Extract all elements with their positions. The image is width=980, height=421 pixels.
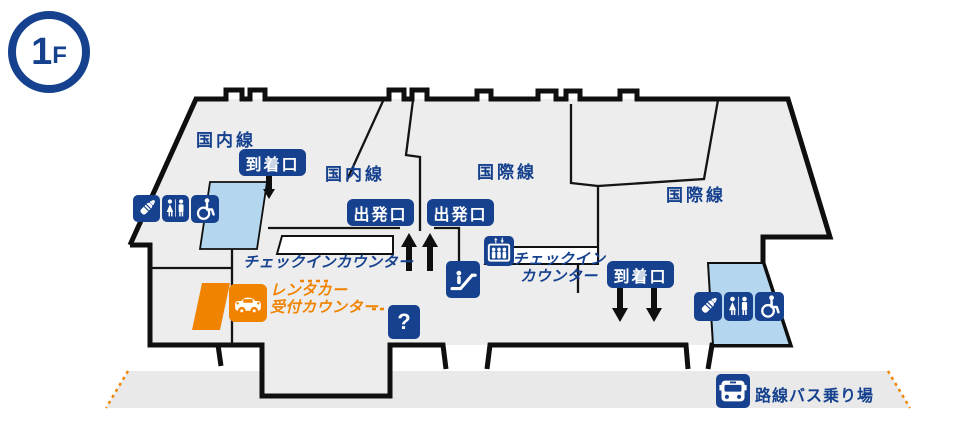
rental-car-counter-label: レンタカー 受付カウンター <box>270 282 379 316</box>
checkin-counter-west-desk <box>275 235 394 255</box>
checkin-east-line1: チェックイン <box>512 251 606 268</box>
wheelchair-icon <box>191 195 219 223</box>
road-edge-dotted-west <box>104 370 130 409</box>
up-arrow <box>422 233 438 271</box>
rental-line1: レンタカー <box>270 282 348 299</box>
nursing-room-icon <box>694 292 722 321</box>
area-label-domestic-center: 国内線 <box>325 165 385 184</box>
down-arrow <box>612 288 628 322</box>
guide-dots <box>300 279 386 311</box>
rental-car-icon <box>229 284 267 322</box>
interior-walls <box>150 99 720 345</box>
rental-line2: 受付カウンター <box>270 299 379 316</box>
checkin-counter-east-label: チェックイン カウンター <box>507 251 611 285</box>
route-bus-icon <box>716 374 750 408</box>
floor-number: 1 <box>31 31 53 73</box>
information-icon: ? <box>388 305 420 339</box>
road-edge-dotted-east <box>886 370 912 409</box>
outer-walls <box>127 87 834 399</box>
area-label-international-center: 国際線 <box>477 163 537 182</box>
down-arrow <box>646 288 662 322</box>
floor-suffix: F <box>52 42 67 69</box>
area-label-international-east: 国際線 <box>666 186 726 205</box>
escalator-icon <box>446 261 480 298</box>
restroom-icon <box>724 292 753 321</box>
nursing-room-icon <box>133 195 160 222</box>
checkin-east-line2: カウンター <box>520 268 598 285</box>
down-arrow-small <box>263 176 275 199</box>
area-label-domestic-west: 国内線 <box>196 131 256 150</box>
flow-arrows <box>263 176 662 322</box>
elevator-icon <box>484 236 514 266</box>
restroom-icon <box>162 195 189 222</box>
badge-arrival-gate-west: 到着口 <box>239 149 306 176</box>
badge-departure-gate-west: 出発口 <box>347 199 414 226</box>
question-mark: ? <box>397 309 411 334</box>
up-arrow <box>401 233 417 271</box>
bus-stop-label: 路線バス乗り場 <box>755 388 875 405</box>
checkin-counter-west-label: チェックインカウンター <box>243 254 414 271</box>
badge-departure-gate-center: 出発口 <box>427 199 494 226</box>
badge-arrival-gate-east: 到着口 <box>607 261 674 288</box>
rental-car-area <box>192 283 230 330</box>
wheelchair-icon <box>755 292 784 321</box>
